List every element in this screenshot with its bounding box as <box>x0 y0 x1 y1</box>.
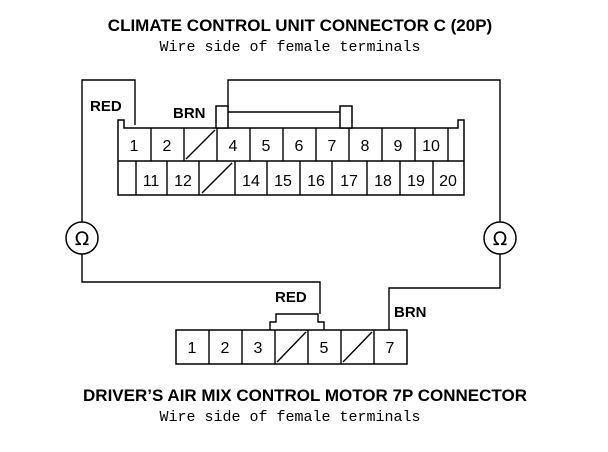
red-wire-top <box>81 79 136 222</box>
bottom-connector-subtitle: Wire side of female terminals <box>159 409 420 426</box>
pin-7: 7 <box>328 138 337 155</box>
pin-6: 6 <box>295 138 304 155</box>
ohmmeter-right: Ω <box>483 221 517 255</box>
connector-lock-tab <box>269 313 325 330</box>
unused-pin-slash <box>201 162 233 194</box>
pin-11: 11 <box>143 173 160 190</box>
pin-10: 10 <box>422 138 440 155</box>
bottom-row-cells <box>135 161 434 195</box>
pin-8: 8 <box>361 138 370 155</box>
ohm-symbol-right: Ω <box>493 228 508 250</box>
pin-12: 12 <box>174 173 192 190</box>
connector-housing <box>117 119 465 196</box>
pin-19: 19 <box>407 173 425 190</box>
top-connector-subtitle: Wire side of female terminals <box>159 39 420 56</box>
pin-20: 20 <box>439 173 457 190</box>
unused-pin-slash <box>342 331 373 363</box>
wire-label-red-top: RED <box>90 98 122 115</box>
wire-label-brn-top: BRN <box>173 105 206 122</box>
pin-16: 16 <box>307 173 325 190</box>
connector-lock-tab-right <box>339 105 353 129</box>
pin-14: 14 <box>242 173 260 190</box>
pin-15: 15 <box>274 173 292 190</box>
unused-pin-slash <box>185 129 216 160</box>
red-wire-bottom <box>81 254 321 314</box>
pin-9: 9 <box>394 138 403 155</box>
unused-pin-slash <box>276 331 307 363</box>
wire-label-red-bottom: RED <box>275 289 307 306</box>
motor-pin-2: 2 <box>221 340 230 357</box>
motor-pin-5: 5 <box>320 340 329 357</box>
motor-pin-1: 1 <box>188 340 197 357</box>
motor-pin-3: 3 <box>254 340 263 357</box>
air-mix-motor-connector: 1 2 3 5 7 <box>175 313 408 365</box>
pin-2: 2 <box>163 138 172 155</box>
brn-wire-bottom <box>388 254 501 330</box>
top-row-cells <box>118 128 464 162</box>
wire-label-brn-bottom: BRN <box>394 304 427 321</box>
pin-5: 5 <box>262 138 271 155</box>
pin-18: 18 <box>374 173 392 190</box>
bottom-connector-title: DRIVER’S AIR MIX CONTROL MOTOR 7P CONNEC… <box>83 386 527 405</box>
pin-4: 4 <box>229 138 238 155</box>
pin-17: 17 <box>340 173 358 190</box>
top-connector-title: CLIMATE CONTROL UNIT CONNECTOR C (20P) <box>108 16 492 35</box>
motor-pin-7: 7 <box>386 340 395 357</box>
ohmmeter-left: Ω <box>65 221 99 255</box>
ohm-symbol-left: Ω <box>75 228 90 250</box>
connector-lock-tab-left <box>215 105 229 129</box>
climate-control-connector: 1 2 4 5 6 7 8 9 10 11 12 14 15 16 17 18 … <box>117 105 465 196</box>
pin-1: 1 <box>130 138 139 155</box>
